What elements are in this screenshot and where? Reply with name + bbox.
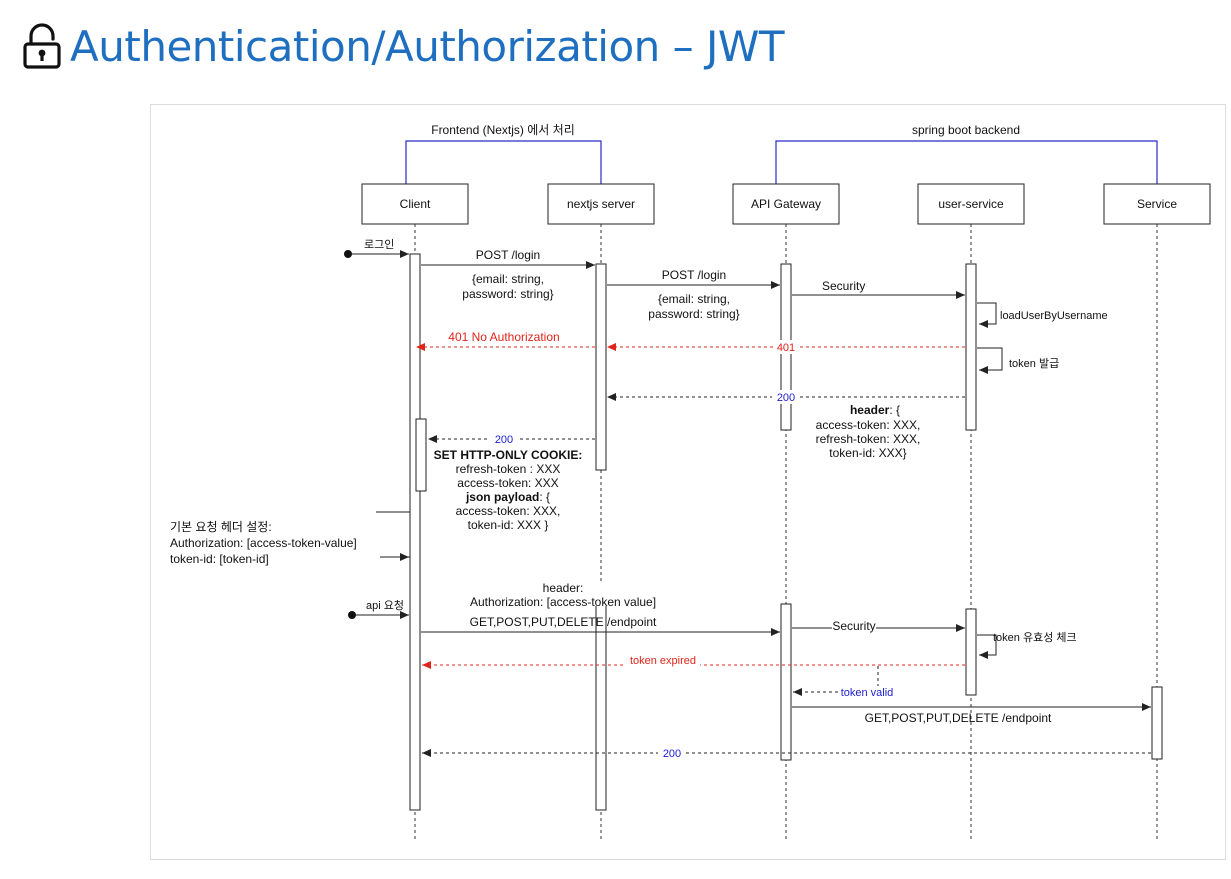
svg-text:GET,POST,PUT,DELETE /endpoint: GET,POST,PUT,DELETE /endpoint — [470, 615, 657, 629]
svg-text:Authorization: [access-token-: Authorization: [access-token-value] — [170, 536, 357, 550]
code-401: 401 — [777, 342, 795, 354]
note-request-header: header: Authorization: [access-token val… — [456, 581, 674, 609]
msg-200-user-service: 200 header: { access-token: XXX, refresh… — [607, 390, 965, 460]
cookie-title: SET HTTP-ONLY COOKIE: — [434, 448, 583, 462]
msg-post-login-nextjs: POST /login {email: string, password: st… — [607, 268, 780, 321]
activation-user-service-1 — [965, 263, 977, 431]
svg-text:API Gateway: API Gateway — [751, 197, 821, 211]
svg-text:기본 요청 헤더 설정:: 기본 요청 헤더 설정: — [170, 520, 272, 534]
diagram-frame — [150, 104, 1226, 860]
participant-service: Service — [1103, 183, 1211, 225]
padlock-open-icon — [23, 23, 61, 69]
svg-text:password: string}: password: string} — [462, 287, 553, 301]
svg-text:로그인: 로그인 — [364, 238, 394, 251]
activation-user-service-2 — [965, 608, 977, 696]
svg-text:header:: header: — [543, 581, 584, 595]
svg-text:nextjs server: nextjs server — [567, 197, 635, 211]
msg-endpoint-gateway: GET,POST,PUT,DELETE /endpoint — [792, 703, 1151, 725]
svg-text:POST /login: POST /login — [476, 248, 540, 262]
group-frontend-label: Frontend (Nextjs) 에서 처리 — [431, 123, 575, 137]
msg-load-user: loadUserByUsername — [977, 302, 1108, 328]
svg-text:token-id: XXX}: token-id: XXX} — [829, 446, 906, 460]
participant-api-gateway: API Gateway — [732, 183, 840, 225]
note-default-header: 기본 요청 헤더 설정: Authorization: [access-toke… — [166, 511, 411, 566]
page-header: Authentication/Authorization – JWT — [22, 16, 785, 76]
activation-client-main — [409, 253, 421, 811]
svg-text:header: {: header: { — [850, 403, 900, 417]
svg-text:200: 200 — [663, 748, 681, 760]
svg-text:access-token: XXX,: access-token: XXX, — [456, 504, 561, 518]
msg-token-check: token 유효성 체크 — [977, 631, 1077, 659]
msg-200-service: 200 — [422, 746, 1151, 760]
msg-security-1: Security — [792, 279, 965, 299]
group-frontend: Frontend (Nextjs) 에서 처리 — [405, 123, 602, 184]
svg-text:200: 200 — [777, 392, 795, 404]
svg-text:password: string}: password: string} — [648, 307, 739, 321]
svg-text:token valid: token valid — [841, 687, 894, 699]
msg-endpoint-client: GET,POST,PUT,DELETE /endpoint — [421, 615, 780, 636]
svg-text:token 유효성 체크: token 유효성 체크 — [993, 631, 1077, 644]
page-title: Authentication/Authorization – JWT — [70, 21, 785, 71]
svg-text:token-id: XXX }: token-id: XXX } — [468, 518, 549, 532]
svg-text:token 발급: token 발급 — [1009, 357, 1059, 370]
svg-text:loadUserByUsername: loadUserByUsername — [1000, 310, 1108, 322]
activation-client-inner — [415, 418, 427, 492]
svg-text:token expired: token expired — [630, 655, 696, 667]
svg-text:GET,POST,PUT,DELETE /endpoint: GET,POST,PUT,DELETE /endpoint — [865, 711, 1052, 725]
svg-text:refresh-token: XXX,: refresh-token: XXX, — [816, 432, 921, 446]
participant-nextjs-server: nextjs server — [547, 183, 655, 225]
svg-text:Service: Service — [1137, 197, 1177, 211]
msg-token-issue: token 발급 — [977, 347, 1059, 374]
svg-text:{email: string,: {email: string, — [658, 292, 730, 306]
svg-text:access-token: XXX: access-token: XXX — [457, 476, 558, 490]
svg-text:access-token: XXX,: access-token: XXX, — [816, 418, 921, 432]
svg-text:api 요청: api 요청 — [366, 599, 404, 612]
svg-text:Security: Security — [822, 279, 865, 293]
participant-user-service: user-service — [917, 183, 1025, 225]
svg-text:user-service: user-service — [938, 197, 1004, 211]
svg-text:refresh-token : XXX: refresh-token : XXX — [456, 462, 561, 476]
msg-200-nextjs: 200 SET HTTP-ONLY COOKIE: refresh-token … — [428, 432, 595, 532]
svg-text:POST /login: POST /login — [662, 268, 726, 282]
msg-login-start: 로그인 — [344, 238, 409, 258]
group-backend: spring boot backend — [775, 123, 1158, 184]
svg-text:200: 200 — [495, 434, 513, 446]
activation-gateway-2 — [780, 603, 792, 761]
msg-post-login-client: POST /login {email: string, password: st… — [421, 248, 595, 301]
no-authorization-label: 401 No Authorization — [448, 330, 559, 344]
msg-401: 401 401 No Authorization — [416, 330, 965, 354]
msg-security-2: Security — [792, 619, 965, 633]
svg-text:json payload: {: json payload: { — [465, 490, 550, 504]
msg-token-expired: token expired — [422, 655, 965, 669]
participant-client: Client — [361, 183, 469, 225]
svg-text:token-id: [token-id]: token-id: [token-id] — [170, 552, 269, 566]
activation-nextjs-1 — [595, 263, 607, 471]
activation-nextjs-2 — [595, 603, 607, 811]
activation-service — [1151, 686, 1163, 760]
svg-text:Security: Security — [832, 619, 875, 633]
group-backend-label: spring boot backend — [912, 123, 1020, 137]
svg-text:{email: string,: {email: string, — [472, 272, 544, 286]
svg-text:Client: Client — [400, 197, 431, 211]
svg-text:Authorization: [access-token v: Authorization: [access-token value] — [470, 595, 656, 609]
msg-token-valid: token valid — [793, 666, 896, 699]
msg-api-request: api 요청 — [348, 599, 409, 619]
